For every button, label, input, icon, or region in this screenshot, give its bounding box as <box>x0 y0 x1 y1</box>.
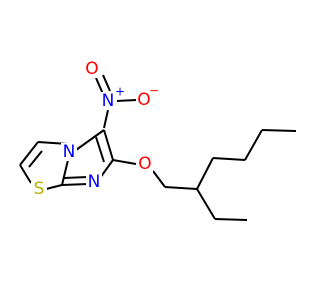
bond-butyl-1-2 <box>212 157 246 161</box>
atom-nitro-oxygen-top: O <box>84 59 100 79</box>
bond-butyl-3-4 <box>261 129 297 132</box>
bond-ch2-ch <box>164 186 198 190</box>
bond-ch-ethyl-1 <box>196 188 216 220</box>
bond-c-fused-n-bridge <box>61 159 69 186</box>
atom-symbol: N <box>88 172 101 192</box>
atom-sulfur: S <box>31 179 47 199</box>
bond-ethyl-1-2 <box>214 218 248 221</box>
atom-symbol: O <box>138 154 151 174</box>
bond-o-ch2 <box>152 170 166 188</box>
bond-c-nitro-c-ether <box>103 129 114 161</box>
bond-nitro-n-o-top <box>95 77 104 95</box>
atom-charge: + <box>115 85 125 99</box>
molecule-canvas: O N + O − N N <box>19 59 297 221</box>
atom-nitro-oxygen-right: O − <box>136 84 159 110</box>
bond-s-c-fused <box>45 184 63 190</box>
atom-symbol: N <box>63 142 76 162</box>
bond-ch-butyl-1 <box>196 157 214 190</box>
bond-nitro-n-c-ring <box>103 109 109 129</box>
bond-c-top-c-left <box>19 141 39 166</box>
molecule-structure: O N + O − N N <box>19 59 297 221</box>
atom-symbol: O <box>137 90 150 110</box>
bond-n-low-c-fused <box>61 183 89 186</box>
atom-ether-oxygen: O <box>137 154 153 174</box>
atom-symbol: O <box>85 59 98 79</box>
atom-nitro-nitrogen: N + <box>100 85 125 111</box>
bond-nitro-n-o-right <box>116 99 137 102</box>
bond-c-left-s <box>19 164 32 184</box>
bond-nitro-n-o-top-double <box>102 74 111 92</box>
atom-ring-nitrogen-low: N <box>86 172 102 192</box>
bond-c-ether-n-low <box>99 159 114 179</box>
bond-c-nitro-c-ether-double <box>95 136 105 163</box>
bond-c-nitro-n-bridge <box>75 129 105 151</box>
atom-symbol: S <box>34 179 45 199</box>
bond-c-ring-o-ether <box>112 159 137 165</box>
bond-n-low-c-fused-double <box>63 176 89 179</box>
bond-c-top-c-left-double <box>28 150 43 168</box>
bond-butyl-2-3 <box>244 129 263 161</box>
atom-label-layer: O N + O − N N <box>31 59 159 199</box>
atom-symbol: N <box>102 91 115 111</box>
atom-bridgehead-nitrogen: N <box>61 142 77 162</box>
atom-charge: − <box>149 84 159 98</box>
